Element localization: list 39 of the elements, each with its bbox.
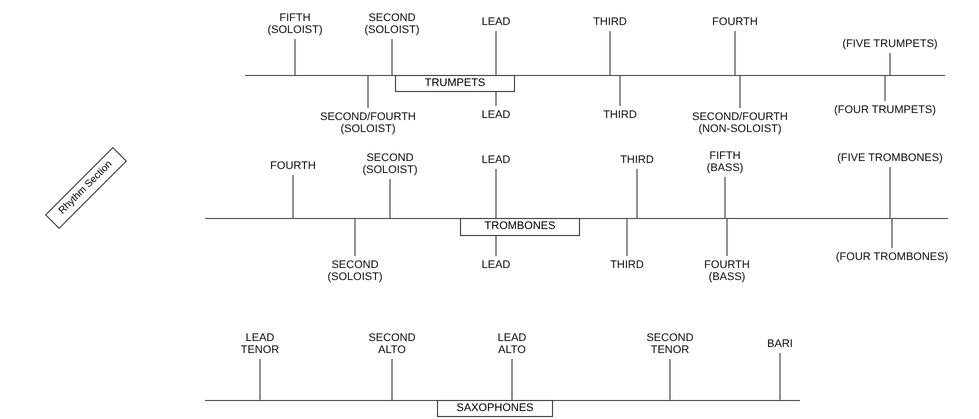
position-label: FIFTH (SOLOIST)	[264, 12, 326, 36]
leader-line	[354, 218, 356, 256]
position-label: (FOUR TROMBONES)	[836, 251, 948, 263]
leader-line	[726, 218, 728, 256]
position-label: LEAD TENOR	[238, 332, 282, 356]
position-label: (FIVE TROMBONES)	[837, 152, 943, 164]
position-label: THIRD	[620, 154, 654, 166]
position-label: FOURTH	[270, 160, 316, 172]
position-label: SECOND (SOLOIST)	[324, 259, 386, 283]
section-box: TROMBONES	[460, 218, 580, 236]
leader-line	[626, 218, 628, 256]
position-label: THIRD	[603, 109, 637, 121]
position-label: LEAD	[482, 259, 510, 271]
position-label: SECOND (SOLOIST)	[359, 152, 421, 176]
position-label: SECOND (SOLOIST)	[361, 12, 423, 36]
position-label: SECOND TENOR	[642, 332, 698, 356]
position-label: BARI	[767, 338, 793, 350]
leader-line	[734, 30, 736, 76]
position-label: SECOND ALTO	[364, 332, 420, 356]
position-label: LEAD	[482, 16, 510, 28]
position-label: SECOND/FOURTH (SOLOIST)	[318, 111, 418, 135]
position-label: LEAD	[482, 154, 510, 166]
position-label: THIRD	[593, 16, 627, 28]
leader-line	[636, 168, 638, 218]
position-label: FIFTH (BASS)	[700, 150, 750, 174]
position-label: THIRD	[610, 259, 644, 271]
position-label: LEAD ALTO	[490, 332, 534, 356]
leader-line	[724, 176, 726, 218]
leader-line	[294, 38, 296, 76]
position-label: FOURTH	[712, 16, 758, 28]
position-label: (FIVE TRUMPETS)	[842, 38, 938, 50]
position-label: (FOUR TRUMPETS)	[834, 104, 936, 116]
position-label: SECOND/FOURTH (NON-SOLOIST)	[690, 111, 790, 135]
section-box: TRUMPETS	[395, 75, 515, 92]
section-box: SAXOPHONES	[437, 400, 553, 417]
position-label: LEAD	[482, 109, 510, 121]
leader-line	[884, 76, 886, 102]
leader-line	[292, 174, 294, 218]
position-label: FOURTH (BASS)	[702, 259, 752, 283]
